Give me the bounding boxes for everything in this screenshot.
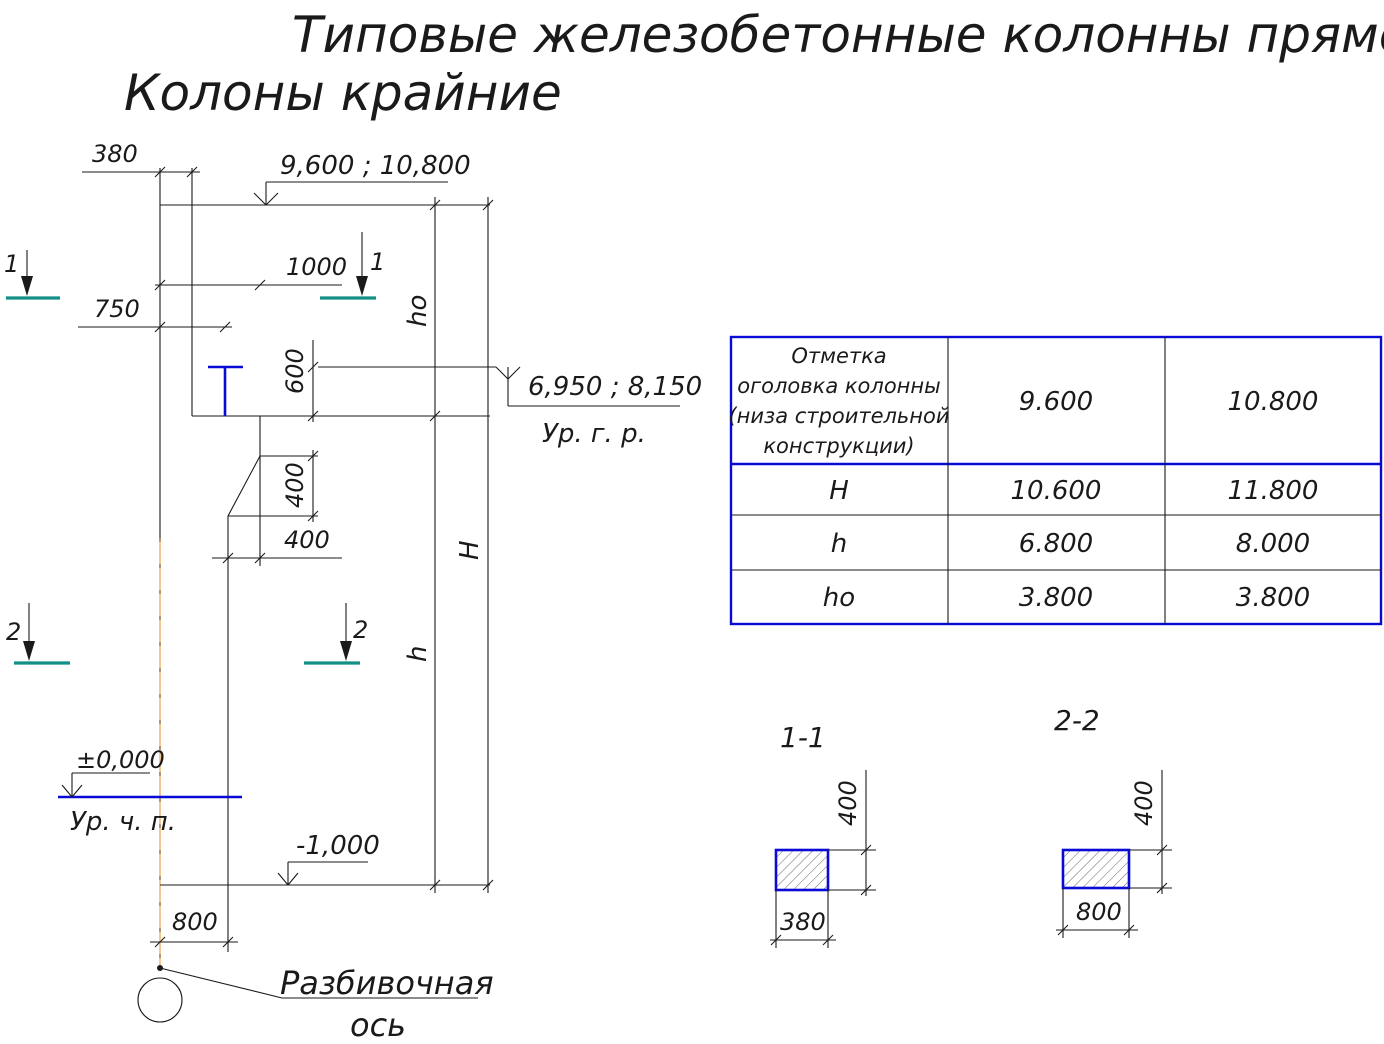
svg-text:380: 380 xyxy=(780,908,826,936)
dimension-600: 600 xyxy=(281,340,319,422)
svg-text:800: 800 xyxy=(172,908,218,936)
table-row-label-ho: ho xyxy=(823,583,855,613)
table-header-line-2: оголовка колонны xyxy=(737,374,940,398)
table-row-label-h: h xyxy=(831,529,847,559)
svg-text:1-1: 1-1 xyxy=(780,721,826,754)
svg-text:600: 600 xyxy=(281,348,309,394)
dimension-h-chain: ho h xyxy=(403,197,441,893)
elevation-top: 9,600 ; 10,800 xyxy=(253,151,471,206)
svg-text:Ур. г. р.: Ур. г. р. xyxy=(542,419,646,449)
dimension-1000: 1000 xyxy=(154,253,347,291)
table-cell-H-1: 10.600 xyxy=(1011,476,1102,506)
column-outline xyxy=(159,168,490,965)
svg-text:800: 800 xyxy=(1076,898,1122,926)
svg-text:H: H xyxy=(455,540,485,560)
section-mark-1-right: 1 xyxy=(320,232,385,300)
svg-text:ось: ось xyxy=(350,1006,406,1044)
title-line-2: Колоны крайние xyxy=(124,64,562,122)
elevation-base: -1,000 xyxy=(277,831,380,886)
elevation-zero: ±0,000 Ур. ч. п. xyxy=(58,746,242,837)
table-cell-ho-2: 3.800 xyxy=(1236,583,1310,613)
section-mark-2-right: 2 xyxy=(304,603,368,665)
svg-text:ho: ho xyxy=(403,295,433,327)
svg-text:±0,000: ±0,000 xyxy=(76,746,165,774)
svg-text:1: 1 xyxy=(4,250,19,278)
table-col-header-1: 9.600 xyxy=(1019,387,1093,417)
crane-rail-symbol xyxy=(208,365,243,416)
svg-text:400: 400 xyxy=(281,462,309,508)
svg-text:1: 1 xyxy=(370,248,385,276)
svg-text:2: 2 xyxy=(6,618,21,646)
svg-text:750: 750 xyxy=(94,295,140,323)
table-col-header-2: 10.800 xyxy=(1228,387,1319,417)
svg-text:h: h xyxy=(403,646,433,662)
svg-text:Разбивочная: Разбивочная xyxy=(280,964,494,1002)
svg-text:400: 400 xyxy=(834,780,862,826)
dimension-380: 380 xyxy=(82,140,200,178)
elevation-crane: 6,950 ; 8,150 Ур. г. р. xyxy=(318,366,702,449)
column-parameters-table: Отметка оголовка колонны (низа строитель… xyxy=(728,335,1383,626)
dimension-400-vertical: 400 xyxy=(281,450,319,522)
section-mark-2-left: 2 xyxy=(6,603,70,665)
svg-text:Ур. ч. п.: Ур. ч. п. xyxy=(70,807,176,837)
table-cell-h-2: 8.000 xyxy=(1236,529,1310,559)
dimension-800: 800 xyxy=(150,908,238,948)
dimension-H-total: H xyxy=(455,197,494,893)
svg-text:9,600 ; 10,800: 9,600 ; 10,800 xyxy=(280,151,471,181)
title-line-1: Типовые железобетонные колонны прямоугол… xyxy=(292,6,1384,64)
svg-text:-1,000: -1,000 xyxy=(296,831,380,861)
svg-text:400: 400 xyxy=(1130,780,1158,826)
table-cell-h-1: 6.800 xyxy=(1019,529,1093,559)
svg-text:1000: 1000 xyxy=(286,253,347,281)
section-mark-1-left: 1 xyxy=(4,250,60,300)
table-header-line-3: (низа строительной xyxy=(728,404,949,428)
table-row-label-H: H xyxy=(829,476,849,506)
axis-marker: Разбивочная ось xyxy=(137,964,494,1044)
svg-text:2: 2 xyxy=(353,616,368,644)
svg-text:380: 380 xyxy=(92,140,138,168)
svg-text:6,950 ; 8,150: 6,950 ; 8,150 xyxy=(528,372,702,402)
dimension-750: 750 xyxy=(78,295,232,333)
section-2-2: 2-2 400 800 xyxy=(1054,704,1172,938)
dimension-400-horizontal: 400 xyxy=(212,526,342,564)
table-header-line-4: конструкции) xyxy=(763,434,914,458)
svg-text:400: 400 xyxy=(284,526,330,554)
svg-text:2-2: 2-2 xyxy=(1054,704,1100,737)
section-1-1: 1-1 400 380 xyxy=(770,721,876,948)
table-cell-H-2: 11.800 xyxy=(1228,476,1319,506)
table-header-line-1: Отметка xyxy=(791,344,886,368)
table-cell-ho-1: 3.800 xyxy=(1019,583,1093,613)
